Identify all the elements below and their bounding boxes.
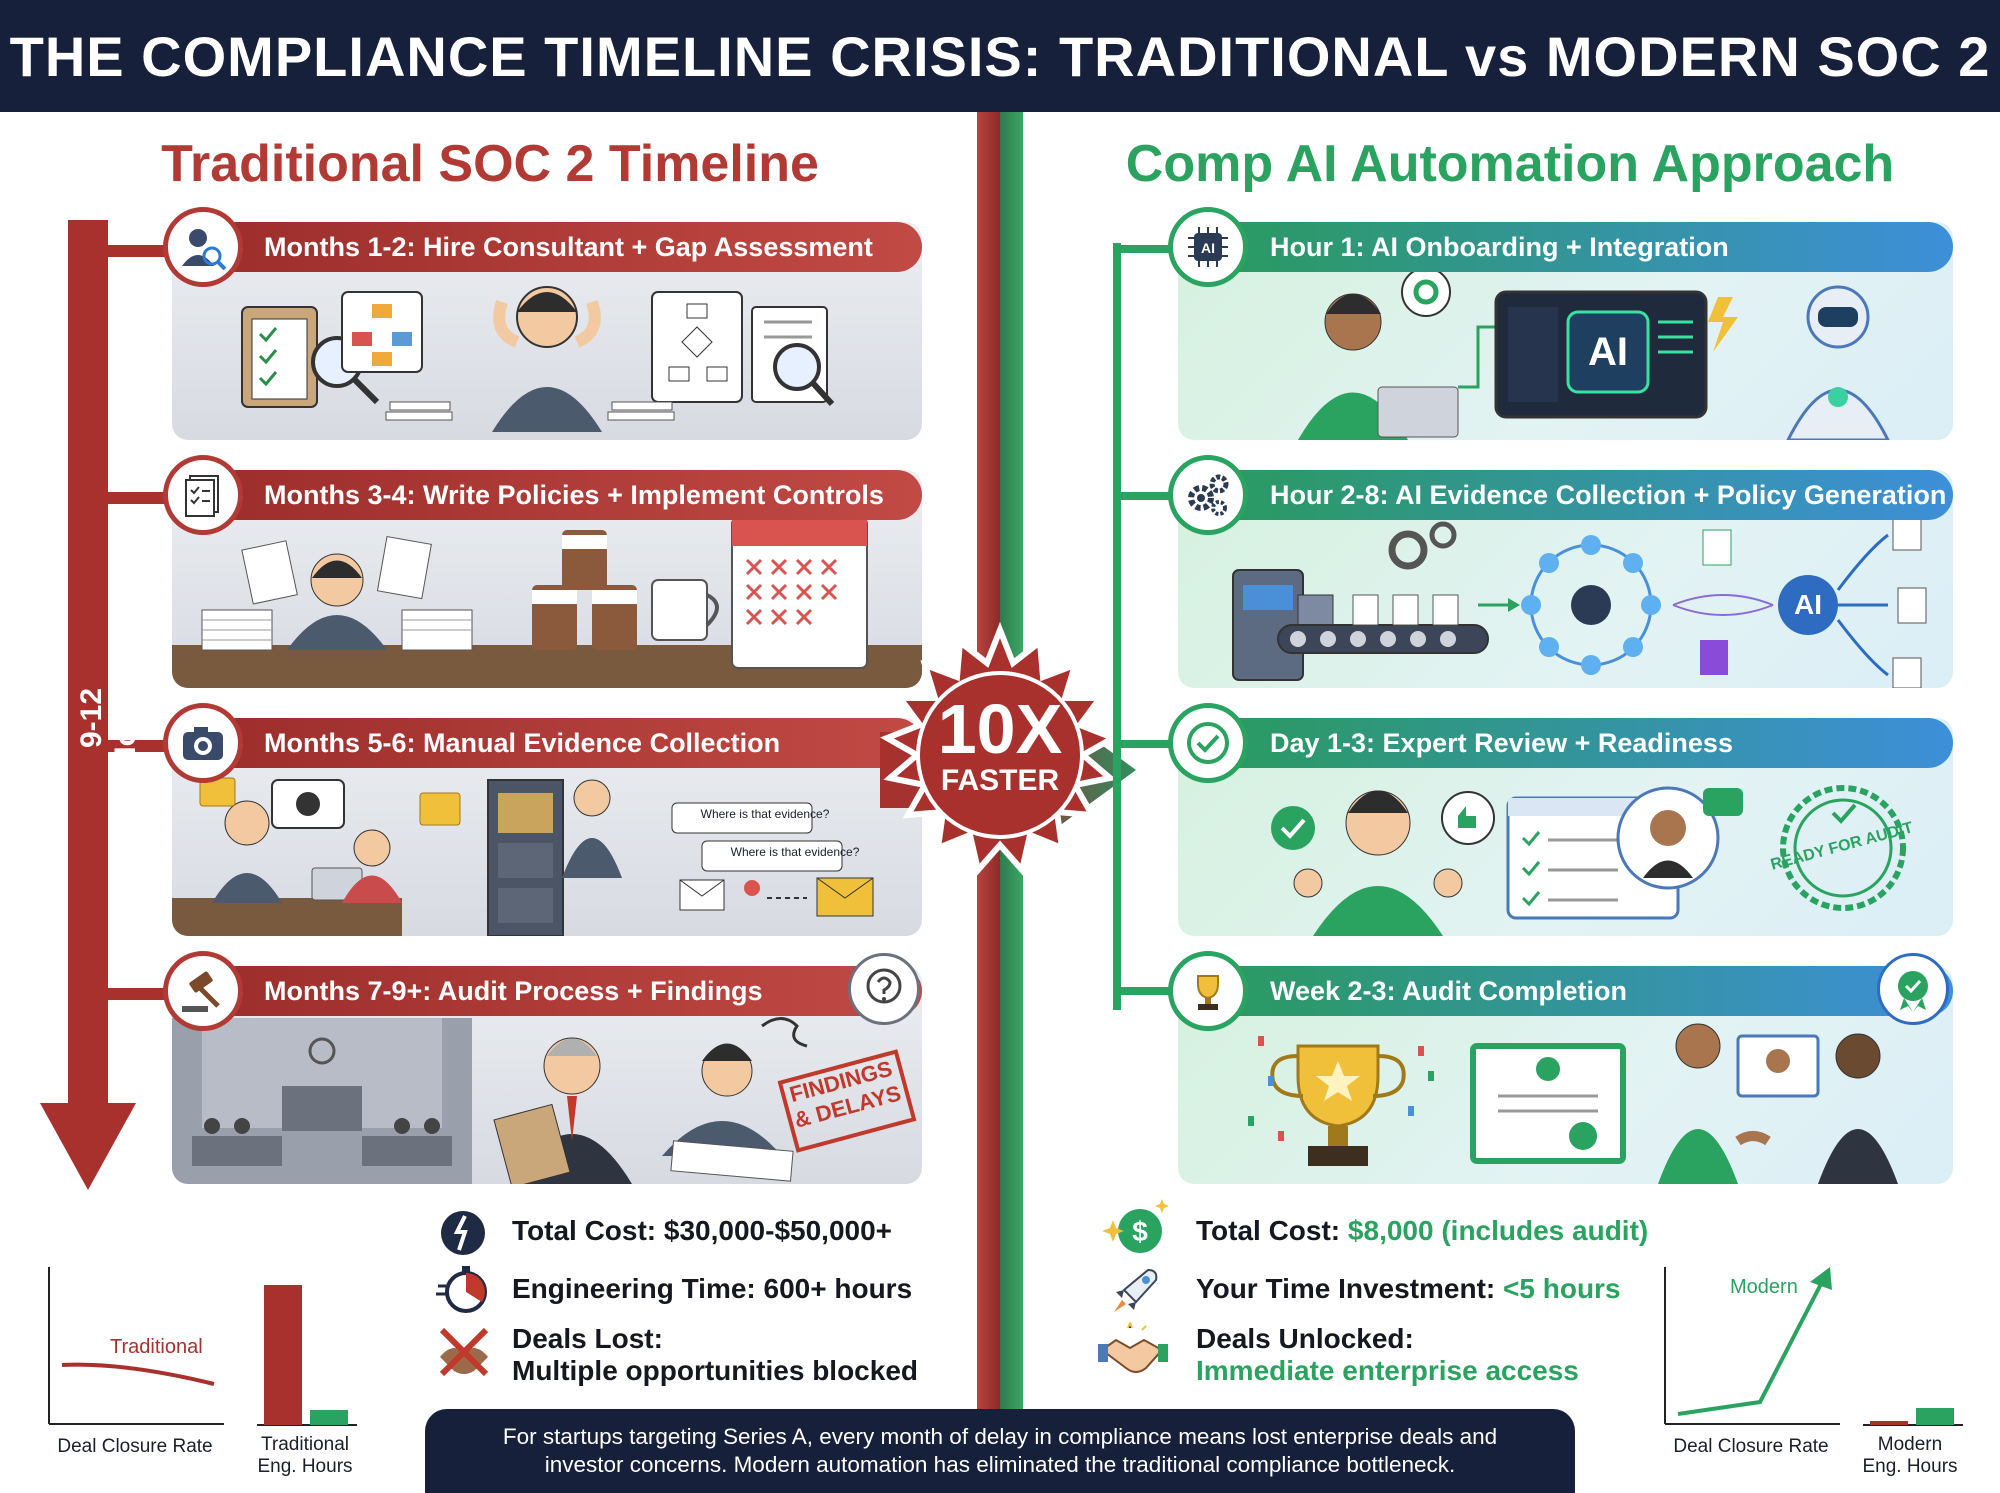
modern-line-label: Modern — [1730, 1276, 1798, 1298]
footer-note: For startups targeting Series A, every m… — [425, 1409, 1575, 1493]
modern-total-cost: Total Cost: $8,000 (includes audit) — [1196, 1214, 1648, 1248]
modern-chart-label-eng-hours: Modern Eng. Hours — [1845, 1434, 1975, 1478]
modern-deals-unlocked-title: Deals Unlocked: — [1196, 1323, 1414, 1354]
svg-text:$: $ — [1132, 1216, 1148, 1247]
evidence-bubble-2: Where is that evidence? — [730, 845, 860, 859]
traditional-step-card-3 — [172, 718, 922, 936]
dollar-sparkle-icon: $ — [1098, 1198, 1169, 1258]
modern-chart-label-line-2: Eng. Hours — [1862, 1456, 1958, 1477]
traditional-chart-label-eng-hours: Traditional Eng. Hours — [240, 1434, 370, 1478]
traditional-chart-label-deal-closure: Deal Closure Rate — [57, 1436, 213, 1457]
traditional-step-2-banner: Months 3-4: Write Policies + Implement C… — [172, 470, 922, 520]
camera-icon — [163, 703, 243, 783]
handshake-icon — [1098, 1320, 1168, 1382]
modern-eng-hours-chart — [1863, 1408, 1963, 1426]
ten-x-faster-badge — [880, 621, 1136, 877]
stopwatch-icon — [436, 1262, 490, 1316]
modern-timeline-connector — [1113, 243, 1193, 1010]
consultant-gap-illustration — [241, 286, 835, 432]
question-badge-icon — [848, 953, 920, 1025]
svg-text:AI: AI — [1201, 240, 1215, 256]
traditional-heading: Traditional SOC 2 Timeline — [161, 135, 819, 193]
ai-onboarding-illustration — [1298, 267, 1890, 440]
ai-hub-text: AI — [1794, 589, 1822, 620]
modern-heading: Comp AI Automation Approach — [1125, 135, 1895, 193]
manual-evidence-illustration — [172, 777, 874, 936]
badge-faster-text: FASTER — [940, 764, 1060, 797]
evidence-bubble-1: Where is that evidence? — [700, 807, 830, 821]
footer-line-1: For startups targeting Series A, every m… — [502, 1424, 1498, 1449]
modern-chart-label-line-1: Modern — [1877, 1434, 1943, 1455]
traditional-deal-closure-chart — [48, 1267, 224, 1425]
gavel-icon — [163, 951, 243, 1031]
traditional-line-label: Traditional — [110, 1336, 203, 1358]
rocket-icon — [1108, 1262, 1164, 1318]
broken-dollar-icon — [438, 1208, 488, 1258]
traditional-eng-hours-chart — [257, 1285, 357, 1426]
traditional-duration-label: 9-12 Months — [75, 664, 142, 772]
modern-step-2-banner: Hour 2-8: AI Evidence Collection + Polic… — [1178, 470, 1953, 520]
check-circle-icon — [1168, 703, 1248, 783]
policy-documents-icon — [163, 455, 243, 535]
modern-deal-closure-chart — [1664, 1267, 1840, 1425]
modern-step-card-1 — [1178, 222, 1953, 440]
audit-findings-illustration — [172, 1017, 917, 1184]
traditional-chart-label-line-1: Traditional — [260, 1434, 349, 1455]
ai-screen-text: AI — [1588, 330, 1628, 374]
policies-controls-illustration — [172, 517, 922, 688]
modern-step-1-banner: Hour 1: AI Onboarding + Integration — [1178, 222, 1953, 272]
modern-time-investment: Your Time Investment: <5 hours — [1196, 1272, 1621, 1306]
modern-cost-value: $8,000 (includes audit) — [1347, 1215, 1649, 1246]
expert-review-illustration — [1271, 785, 1906, 936]
audit-completion-illustration — [1248, 1023, 1898, 1184]
traditional-engineering-time: Engineering Time: 600+ hours — [512, 1273, 913, 1304]
footer-line-2: investor concerns. Modern automation has… — [544, 1452, 1456, 1477]
traditional-deals-lost-title: Deals Lost: — [512, 1323, 663, 1354]
ai-evidence-illustration — [1232, 514, 1927, 688]
traditional-chart-label-line-2: Eng. Hours — [257, 1456, 353, 1477]
consultant-search-icon — [163, 207, 243, 287]
traditional-total-cost: Total Cost: $30,000-$50,000+ — [512, 1215, 893, 1246]
page-title: THE COMPLIANCE TIMELINE CRISIS: TRADITIO… — [0, 0, 2000, 112]
trophy-icon — [1168, 951, 1248, 1031]
modern-step-4-banner: Week 2-3: Audit Completion — [1178, 966, 1953, 1016]
traditional-step-1-banner: Months 1-2: Hire Consultant + Gap Assess… — [172, 222, 922, 272]
ai-chip-icon: AI — [1168, 207, 1248, 287]
deals-lost-icon — [434, 1322, 494, 1382]
modern-chart-label-deal-closure: Deal Closure Rate — [1673, 1436, 1829, 1457]
traditional-deals-lost-detail: Multiple opportunities blocked — [512, 1355, 918, 1386]
modern-deals-unlocked-detail: Immediate enterprise access — [1196, 1355, 1579, 1386]
certified-badge-icon — [1877, 953, 1949, 1025]
gears-icon — [1168, 455, 1248, 535]
badge-multiplier-text: 10X — [937, 690, 1063, 768]
modern-cost-prefix: Total Cost: — [1196, 1215, 1348, 1246]
modern-time-value: <5 hours — [1503, 1273, 1621, 1304]
modern-step-3-banner: Day 1-3: Expert Review + Readiness — [1178, 718, 1953, 768]
traditional-step-4-banner: Months 7-9+: Audit Process + Findings — [172, 966, 922, 1016]
traditional-step-3-banner: Months 5-6: Manual Evidence Collection — [172, 718, 922, 768]
modern-time-prefix: Your Time Investment: — [1196, 1273, 1504, 1304]
